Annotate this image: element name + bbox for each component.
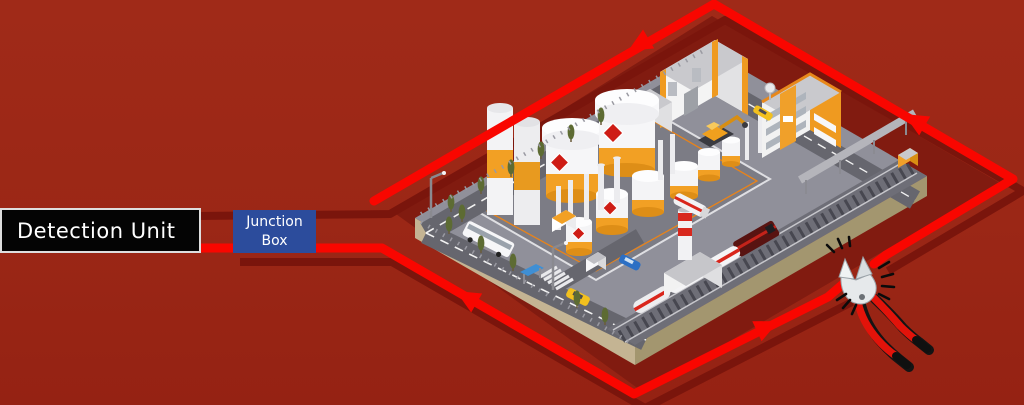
storage-tank-large: [595, 89, 659, 177]
locomotive: [733, 220, 780, 257]
cable-shadow: [195, 16, 1024, 405]
wire-cutter-icon: [838, 255, 934, 372]
railway: [607, 109, 927, 345]
tank-car: [633, 286, 671, 313]
crosswalk: [539, 265, 574, 291]
taxi: [753, 105, 773, 121]
detection-unit-label: Detection Unit: [0, 208, 201, 253]
guard-booth: [586, 252, 606, 272]
flow-arrow: [903, 114, 931, 136]
tanker-truck: [673, 193, 711, 219]
cut-spark-marks: [825, 235, 896, 316]
detection-unit-text: Detection Unit: [17, 218, 176, 243]
pipe-columns: [556, 115, 762, 230]
factory-illustration: [415, 39, 927, 365]
street-lamps: [429, 171, 568, 290]
cable-upper-run: [369, 0, 1018, 269]
cutter-jaw: [838, 257, 855, 280]
junction-box-text: Junction Box: [246, 214, 303, 249]
perimeter-cable: [188, 0, 1018, 399]
chimney-building: [664, 207, 722, 296]
cutter-head: [840, 273, 877, 305]
junction-box-label: Junction Box: [233, 210, 316, 253]
yard-office: [552, 210, 576, 232]
cutter-jaw: [855, 255, 873, 280]
flow-arrow: [752, 321, 779, 342]
fence: [419, 49, 705, 346]
cable-lower-run: [188, 243, 848, 399]
car: [618, 254, 641, 271]
bus: [462, 221, 515, 258]
flow-arrow: [455, 291, 483, 313]
excavator-icon: [698, 114, 748, 147]
flow-arrows: [455, 29, 931, 342]
office-building: [761, 72, 842, 158]
warehouse: [622, 39, 748, 135]
flow-arrow: [627, 29, 655, 52]
orange-kiosk: [898, 148, 918, 168]
